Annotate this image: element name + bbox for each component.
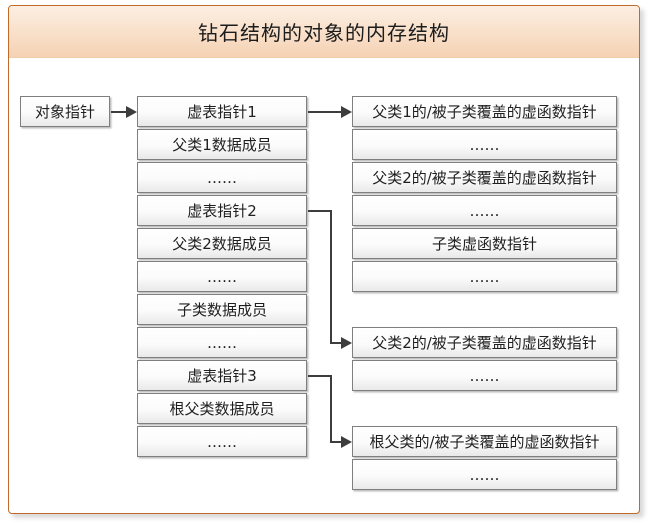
- vtable1-cell-child-funcs: 子类虚函数指针: [352, 228, 617, 259]
- memory-cell-vptr2: 虚表指针2: [137, 195, 307, 226]
- arrow-line: [308, 110, 342, 113]
- vtable2-cell-parent2-funcs: 父类2的/被子类覆盖的虚函数指针: [352, 327, 617, 358]
- vtable3-cell-rootparent-funcs: 根父类的/被子类覆盖的虚函数指针: [352, 426, 617, 457]
- arrow-line: [308, 374, 332, 377]
- memory-cell-vptr1: 虚表指针1: [137, 96, 307, 127]
- arrow-head-icon: [341, 435, 352, 448]
- memory-cell-vptr3: 虚表指针3: [137, 360, 307, 391]
- vtable1-cell-ellipsis-2: ……: [352, 195, 617, 226]
- arrow-head-icon: [341, 336, 352, 349]
- arrow-line: [111, 110, 128, 113]
- vtable3-cell-ellipsis: ……: [352, 459, 617, 490]
- diagram-panel: 钻石结构的对象的内存结构: [8, 5, 640, 514]
- memory-cell-ellipsis-3: ……: [137, 327, 307, 358]
- arrow-line: [330, 374, 332, 443]
- memory-cell-parent2-data: 父类2数据成员: [137, 228, 307, 259]
- diagram-title: 钻石结构的对象的内存结构: [198, 21, 450, 45]
- arrow-head-icon: [341, 105, 352, 118]
- arrow-line: [330, 209, 332, 344]
- arrow-head-icon: [126, 105, 137, 118]
- vtable1-cell-ellipsis-1: ……: [352, 129, 617, 160]
- vtable2-cell-ellipsis: ……: [352, 360, 617, 391]
- vtable1-cell-parent1-funcs: 父类1的/被子类覆盖的虚函数指针: [352, 96, 617, 127]
- memory-cell-parent1-data: 父类1数据成员: [137, 129, 307, 160]
- memory-cell-rootparent-data: 根父类数据成员: [137, 393, 307, 424]
- arrow-line: [330, 440, 343, 443]
- memory-cell-ellipsis-2: ……: [137, 261, 307, 292]
- memory-cell-ellipsis-4: ……: [137, 426, 307, 457]
- memory-cell-ellipsis-1: ……: [137, 162, 307, 193]
- arrow-line: [330, 341, 343, 344]
- vtable1-cell-parent2-funcs: 父类2的/被子类覆盖的虚函数指针: [352, 162, 617, 193]
- title-bar: 钻石结构的对象的内存结构: [9, 6, 639, 58]
- arrow-line: [308, 209, 332, 212]
- vtable1-cell-ellipsis-3: ……: [352, 261, 617, 292]
- object-pointer-box: 对象指针: [20, 96, 110, 127]
- memory-cell-child-data: 子类数据成员: [137, 294, 307, 325]
